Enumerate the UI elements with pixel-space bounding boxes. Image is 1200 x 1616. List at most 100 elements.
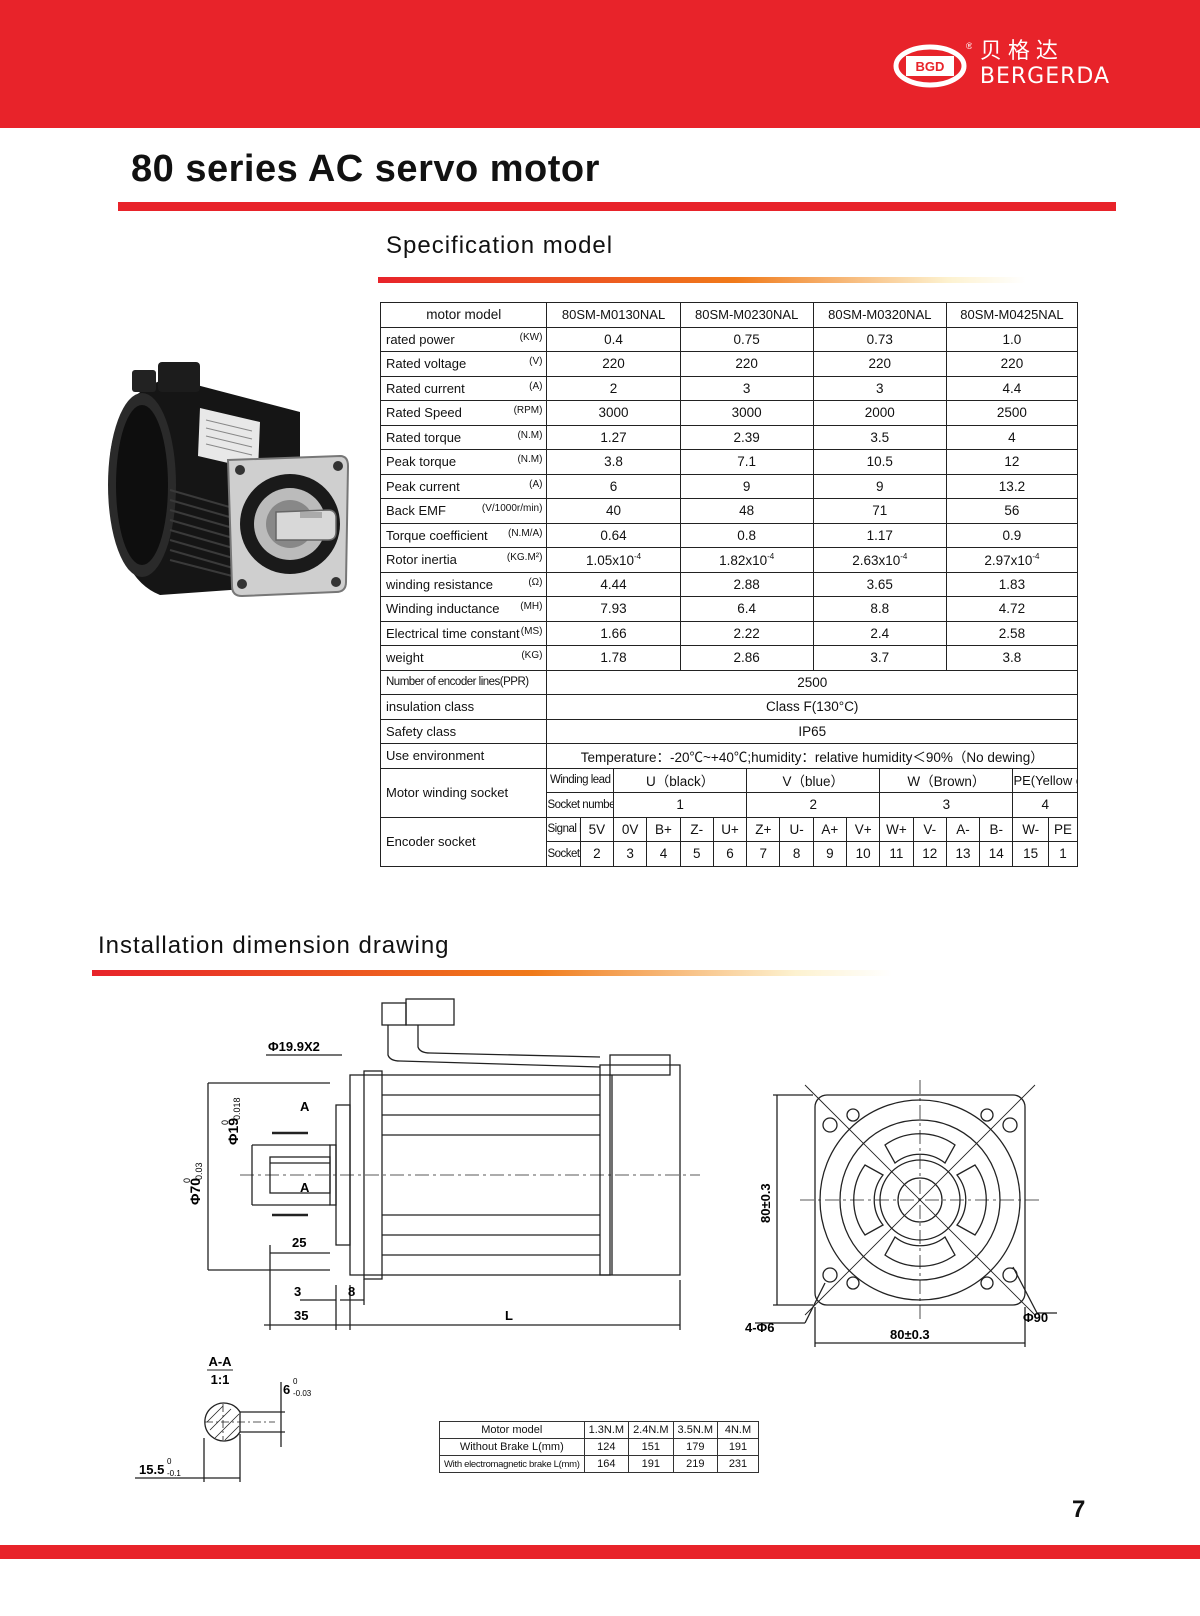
encoder-number-cell: 12 <box>912 841 947 867</box>
encoder-socket-label: Encoder socket <box>379 816 548 867</box>
length-model: 2.4N.M <box>628 1421 674 1439</box>
environment-row: Use environment Temperature：-20℃~+40℃;hu… <box>379 743 1078 769</box>
spec-table: motor model 80SM-M0130NAL 80SM-M0230NAL … <box>379 302 1079 867</box>
spec-cell: 8.8 <box>812 596 947 622</box>
length-model: 1.3N.M <box>583 1421 630 1439</box>
encoder-signal-cell: A- <box>945 816 981 842</box>
brand-name-en: BERGERDA <box>979 64 1110 89</box>
spec-row: winding resistance(Ω) 4.44 2.88 3.65 1.8… <box>379 571 1079 597</box>
section-key-tol-upper: 0 <box>293 1377 298 1386</box>
row-label-text: weight <box>386 650 424 666</box>
safety-value: IP65 <box>546 718 1078 744</box>
spec-cell: 1.17 <box>812 522 947 548</box>
dim-35: 35 <box>294 1308 308 1323</box>
length-row: Without Brake L(mm) 124 151 179 191 <box>439 1438 759 1456</box>
page-title: 80 series AC servo motor <box>131 148 600 190</box>
spec-cell: 1.66 <box>546 620 681 646</box>
spec-cell: 2000 <box>812 400 947 426</box>
section-depth-tol-upper: 0 <box>167 1457 172 1466</box>
spec-cell: 220 <box>679 351 814 377</box>
insulation-label: insulation class <box>379 694 548 720</box>
spec-cell: 4 <box>945 424 1079 450</box>
encoder-number-cell: 8 <box>779 841 814 867</box>
spec-cell: 10.5 <box>812 449 947 475</box>
motor-photo <box>108 362 350 598</box>
dim-pilot-tol-lower: -0.03 <box>194 1162 204 1183</box>
inertia-value: 2.63x10 <box>852 552 901 568</box>
spec-cell: 7.93 <box>546 596 681 622</box>
encoder-number-cell: 9 <box>812 841 848 867</box>
logo-short-text: BGD <box>915 59 944 74</box>
row-label-text: rated power <box>386 331 455 347</box>
spec-cell: 71 <box>812 498 947 524</box>
spec-header-row: motor model 80SM-M0130NAL 80SM-M0230NAL … <box>379 302 1079 328</box>
spec-cell: 12 <box>945 449 1079 475</box>
row-label: Rated voltage(V) <box>379 351 548 377</box>
row-unit: (Ω) <box>528 576 543 588</box>
spec-cell: 220 <box>812 351 947 377</box>
dim-shaft-diameter: Φ19 0 -0.018 <box>220 1097 242 1145</box>
spec-cell: 220 <box>546 351 681 377</box>
section-title: A-A <box>208 1354 232 1369</box>
spec-cell: 40 <box>546 498 681 524</box>
section-aa-drawing: A-A 1:1 6 0 -0.03 15.5 0 -0.1 <box>135 1354 312 1482</box>
encoder-number-row: Socket number 2 3 4 5 6 7 8 9 10 11 12 1… <box>381 841 1079 867</box>
install-section-rule <box>92 970 892 976</box>
row-unit: (KG.M²) <box>506 552 543 564</box>
encoder-signal-cell: A+ <box>812 816 848 842</box>
spec-cell: 3000 <box>679 400 814 426</box>
dim-pilot-diameter: Φ70 0 -0.03 <box>182 1162 204 1205</box>
spec-cell: 13.2 <box>945 473 1079 499</box>
row-unit: (MS) <box>520 625 543 637</box>
row-label-text: Electrical time constant <box>386 625 520 641</box>
winding-lead-cell: W（Brown） <box>879 767 1014 793</box>
encoder-signal-cell: U- <box>779 816 814 842</box>
length-model: 4N.M <box>717 1421 759 1439</box>
spec-cell: 1.78 <box>546 645 681 671</box>
spec-cell: 220 <box>945 351 1079 377</box>
row-label: Peak torque(N.M) <box>379 449 548 475</box>
length-row: With electromagnetic brake L(mm) 164 191… <box>439 1455 759 1473</box>
encoder-number-cell: 15 <box>1012 841 1049 867</box>
spec-cell: 0.75 <box>679 326 814 352</box>
spec-section-rule <box>378 277 1026 283</box>
dim-pilot-label: Φ70 <box>187 1178 203 1205</box>
winding-number-cell: 4 <box>1012 792 1078 818</box>
row-unit: (MH) <box>520 601 543 613</box>
row-unit: (A) <box>529 478 543 490</box>
spec-cell: 1.0 <box>945 326 1079 352</box>
bgd-logo-badge: BGD ® <box>893 41 972 88</box>
spec-row: Winding inductance(MH) 7.93 6.4 8.8 4.72 <box>379 596 1079 622</box>
spec-cell: 4.72 <box>945 596 1079 622</box>
spec-cell: 1.82x10-4 <box>679 547 814 573</box>
winding-number-cell: 2 <box>746 792 881 818</box>
spec-cell: 3000 <box>546 400 681 426</box>
dim-key-length: 25 <box>292 1235 306 1250</box>
row-unit: (V) <box>529 356 543 368</box>
encoder-number-cell: 5 <box>679 841 714 867</box>
row-unit: (KG) <box>521 650 543 662</box>
spec-row: weight(KG) 1.78 2.86 3.7 3.8 <box>379 645 1079 671</box>
inertia-exponent: -4 <box>767 551 775 561</box>
dim-length-L: L <box>505 1308 513 1323</box>
spec-cell: 3.7 <box>812 645 947 671</box>
row-label: Rotor inertia(KG.M²) <box>379 547 548 573</box>
install-section-title: Installation dimension drawing <box>98 932 450 959</box>
encoder-signal-cell: Z+ <box>746 816 781 842</box>
row-label: Rated current(A) <box>379 375 548 401</box>
winding-lead-cell: V（blue） <box>746 767 881 793</box>
row-label-text: Torque coefficient <box>386 527 488 543</box>
inertia-value: 1.82x10 <box>719 552 768 568</box>
spec-cell: 2.58 <box>945 620 1079 646</box>
model-header: 80SM-M0130NAL <box>546 302 681 328</box>
title-rule <box>118 202 1116 211</box>
spec-cell: 0.8 <box>679 522 814 548</box>
row-label: weight (KG) <box>379 645 548 671</box>
row-label-text: Winding inductance <box>386 601 500 617</box>
inertia-exponent: -4 <box>900 551 908 561</box>
encoder-lines-row: Number of encoder lines(PPR) 2500 <box>379 669 1078 695</box>
inertia-exponent: -4 <box>1032 551 1040 561</box>
dim-shaft-hole: Φ19.9X2 <box>268 1039 320 1054</box>
row-label: Torque coefficient(N.M/A) <box>379 522 548 548</box>
spec-cell: 0.9 <box>945 522 1079 548</box>
